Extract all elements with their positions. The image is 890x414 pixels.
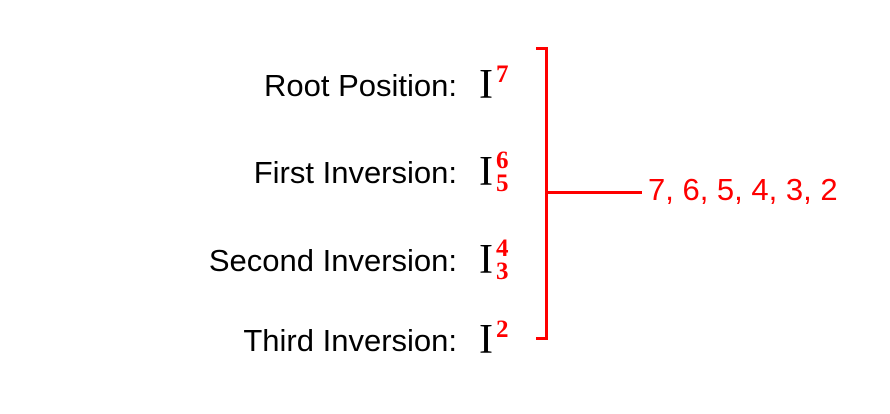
figured-bass-stack: 4 3 (496, 235, 509, 285)
inversion-label: Third Inversion: (243, 322, 457, 358)
bracket-connector-line (548, 191, 642, 194)
chord-symbol: I 7 (479, 62, 545, 109)
bracket-caption: 7, 6, 5, 4, 3, 2 (648, 172, 838, 207)
figured-bass-stack: 6 5 (496, 147, 509, 197)
figured-bass-upper: 6 (496, 147, 509, 174)
figured-bass-upper: 2 (496, 315, 509, 343)
chord-symbol: I 6 5 (479, 147, 545, 197)
roman-numeral: I (479, 62, 493, 108)
grouping-bracket (536, 47, 548, 340)
figured-bass-upper: 7 (496, 60, 509, 88)
figured-bass-lower: 3 (496, 258, 509, 285)
roman-numeral: I (479, 237, 493, 283)
chord-symbol: I 4 3 (479, 235, 545, 285)
chord-symbol: I 2 (479, 317, 545, 364)
inversion-label: Root Position: (264, 67, 457, 103)
figured-bass-stack: 2 (496, 317, 509, 364)
figured-bass-lower: 5 (496, 170, 509, 197)
figured-bass-upper: 4 (496, 235, 509, 262)
inversion-label: Second Inversion: (208, 242, 457, 278)
roman-numeral: I (479, 317, 493, 363)
figured-bass-stack: 7 (496, 62, 509, 109)
roman-numeral: I (479, 149, 493, 195)
inversion-label: First Inversion: (253, 154, 457, 190)
